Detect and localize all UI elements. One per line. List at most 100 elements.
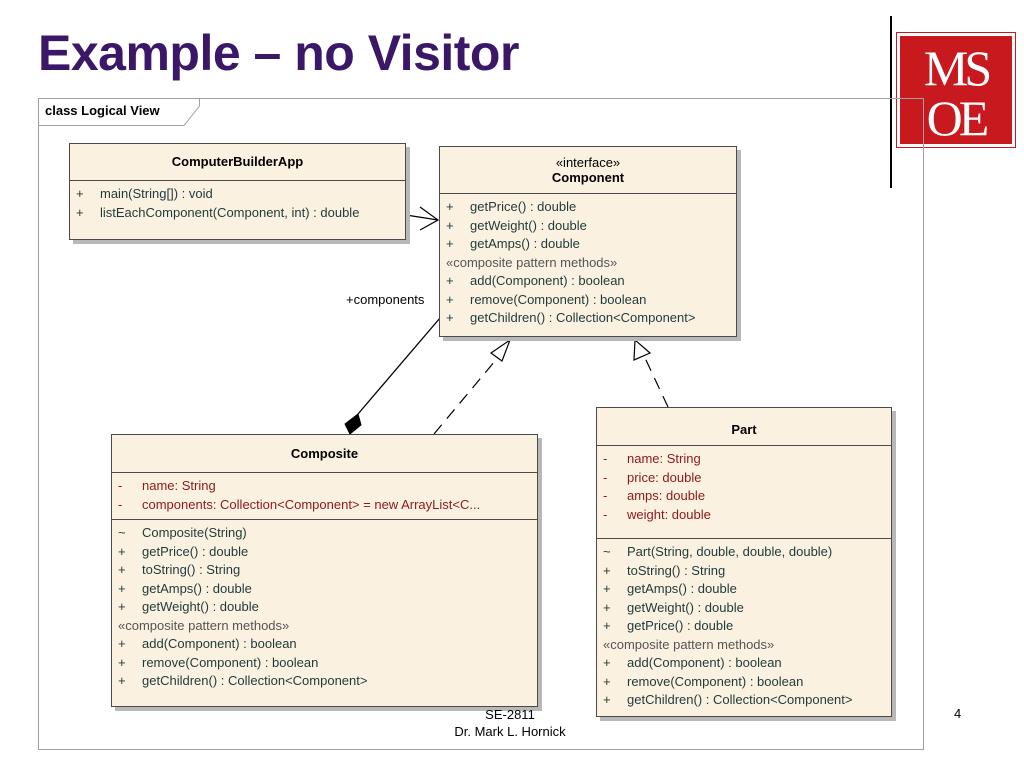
operation-row: +getPrice() : double bbox=[112, 543, 537, 562]
stereotype-label: «interface» bbox=[555, 155, 621, 170]
logo-text-top: MS bbox=[923, 40, 992, 96]
attribute-row: -name: String bbox=[597, 450, 891, 469]
operation-row: +listEachComponent(Component, int) : dou… bbox=[70, 204, 405, 223]
attribute-row: -weight: double bbox=[597, 506, 891, 525]
operations-compartment: +getPrice() : double+getWeight() : doubl… bbox=[440, 194, 736, 330]
operation-text: remove(Component) : boolean bbox=[627, 673, 804, 689]
operation-row: +getPrice() : double bbox=[440, 198, 736, 217]
attributes-compartment: - name: String -components: Collection<Com… bbox=[112, 473, 537, 520]
operation-row: + toString() : String bbox=[597, 562, 891, 581]
logo-text-bottom: OE bbox=[926, 90, 990, 146]
author-name: Dr. Mark L. Hornick bbox=[454, 724, 566, 739]
operation-row: +add(Component) : boolean bbox=[112, 635, 537, 654]
dependency-arrowhead bbox=[419, 206, 440, 231]
visibility-marker: + bbox=[603, 599, 611, 615]
visibility-marker: + bbox=[118, 580, 126, 596]
visibility-marker: + bbox=[603, 562, 611, 578]
operation-text: getAmps() : double bbox=[142, 580, 252, 596]
visibility-marker: + bbox=[118, 562, 126, 577]
visibility-marker: - bbox=[603, 506, 608, 522]
diagram-frame-label: class Logical View bbox=[38, 98, 200, 126]
operation-row: + getChildren() : Collection<Component> bbox=[112, 672, 537, 691]
visibility-marker: + bbox=[603, 673, 611, 689]
operation-text: getChildren() : Collection<Component> bbox=[142, 673, 368, 688]
visibility-marker: ~ bbox=[603, 544, 611, 559]
class-header: Part bbox=[597, 408, 891, 446]
operation-text: getPrice() : double bbox=[627, 618, 734, 633]
class-header: Composite bbox=[112, 435, 537, 473]
attribute-text: name: String bbox=[142, 478, 216, 493]
visibility-marker: + bbox=[603, 692, 611, 707]
class-header: «interface» Component bbox=[440, 147, 736, 194]
interface-component[interactable]: «interface» Component +getPrice() : doub… bbox=[439, 146, 737, 337]
operations-compartment: ~Composite(String)+getPrice() : double+t… bbox=[112, 520, 537, 696]
operation-text: toString() : String bbox=[627, 562, 726, 578]
operations-compartment: ~ Part(String, double, double, double) + to… bbox=[597, 539, 891, 715]
stereotype-group-label: «composite pattern methods» bbox=[446, 254, 618, 270]
visibility-marker: + bbox=[446, 236, 454, 251]
visibility-marker: + bbox=[118, 599, 126, 614]
operation-text: add(Component) : boolean bbox=[142, 636, 297, 651]
visibility-marker: + bbox=[446, 273, 454, 288]
frame-label-text: class Logical View bbox=[45, 103, 160, 118]
operation-text: Composite(String) bbox=[142, 525, 247, 540]
operation-row: + remove(Component) : boolean bbox=[597, 673, 891, 692]
class-composite[interactable]: Composite - name: String -components: Coll… bbox=[111, 434, 538, 707]
course-code: SE-2811 bbox=[485, 707, 535, 722]
attribute-row: - name: String bbox=[112, 477, 537, 496]
operation-text: remove(Component) : boolean bbox=[470, 291, 647, 307]
operation-text: add(Component) : boolean bbox=[627, 655, 782, 670]
visibility-marker: + bbox=[76, 186, 84, 201]
operation-text: getChildren() : Collection<Component> bbox=[470, 310, 696, 325]
operation-text: remove(Component) : boolean bbox=[142, 654, 319, 670]
slide-footer: SE-2811 Dr. Mark L. Hornick bbox=[430, 706, 590, 740]
visibility-marker: + bbox=[446, 217, 454, 233]
class-name: Composite bbox=[290, 446, 359, 461]
operation-text: getWeight() : double bbox=[142, 599, 259, 614]
realization-line-part bbox=[644, 357, 669, 408]
operation-text: getWeight() : double bbox=[470, 217, 587, 233]
class-part[interactable]: Part -name: String-price: double-amps: d… bbox=[596, 407, 892, 717]
class-computer-builder-app[interactable]: ComputerBuilderApp + main(String[]) : voi… bbox=[69, 143, 406, 240]
class-header: ComputerBuilderApp bbox=[70, 144, 405, 181]
attribute-text: price: double bbox=[627, 469, 702, 485]
operation-row: + getWeight() : double bbox=[112, 598, 537, 617]
stereotype-group-label: «composite pattern methods» bbox=[603, 636, 775, 652]
operation-row: ~ Part(String, double, double, double) bbox=[597, 543, 891, 562]
operation-row: +getWeight() : double bbox=[597, 599, 891, 618]
association-role-label: +components bbox=[346, 292, 425, 307]
page-number: 4 bbox=[954, 706, 962, 721]
attribute-text: amps: double bbox=[627, 488, 706, 503]
visibility-marker: + bbox=[603, 655, 611, 670]
visibility-marker: - bbox=[118, 478, 123, 493]
attribute-row: -components: Collection<Component> = new… bbox=[112, 496, 537, 515]
operation-row: + main(String[]) : void bbox=[70, 185, 405, 204]
operation-text: main(String[]) : void bbox=[100, 186, 213, 201]
visibility-marker: - bbox=[603, 488, 608, 503]
operation-row: + remove(Component) : boolean bbox=[112, 654, 537, 673]
visibility-marker: + bbox=[446, 199, 454, 214]
title-divider bbox=[890, 16, 892, 188]
operation-text: listEachComponent(Component, int) : doub… bbox=[100, 204, 360, 220]
visibility-marker: + bbox=[118, 673, 126, 688]
realization-arrowhead-composite bbox=[489, 338, 512, 362]
visibility-marker: + bbox=[118, 543, 126, 559]
operation-row: +getAmps() : double bbox=[440, 235, 736, 254]
diagram-frame bbox=[38, 98, 924, 750]
attributes-compartment: -name: String-price: double-amps: double… bbox=[597, 446, 891, 539]
operation-text: Part(String, double, double, double) bbox=[627, 544, 833, 559]
visibility-marker: + bbox=[603, 581, 611, 596]
slide-title: Example – no Visitor bbox=[38, 25, 519, 81]
msoe-logo: MS OE bbox=[896, 32, 1016, 148]
operation-row: +toString() : String bbox=[112, 561, 537, 580]
operation-row: +getPrice() : double bbox=[597, 617, 891, 636]
realization-arrowhead-part bbox=[633, 338, 652, 361]
operation-row: +getAmps() : double bbox=[597, 580, 891, 599]
visibility-marker: + bbox=[446, 310, 454, 325]
attribute-text: components: Collection<Component> = new … bbox=[142, 496, 481, 512]
frame-label-tab bbox=[38, 98, 200, 126]
composition-line bbox=[357, 317, 441, 415]
attribute-row: -price: double bbox=[597, 469, 891, 488]
visibility-marker: + bbox=[118, 654, 126, 670]
